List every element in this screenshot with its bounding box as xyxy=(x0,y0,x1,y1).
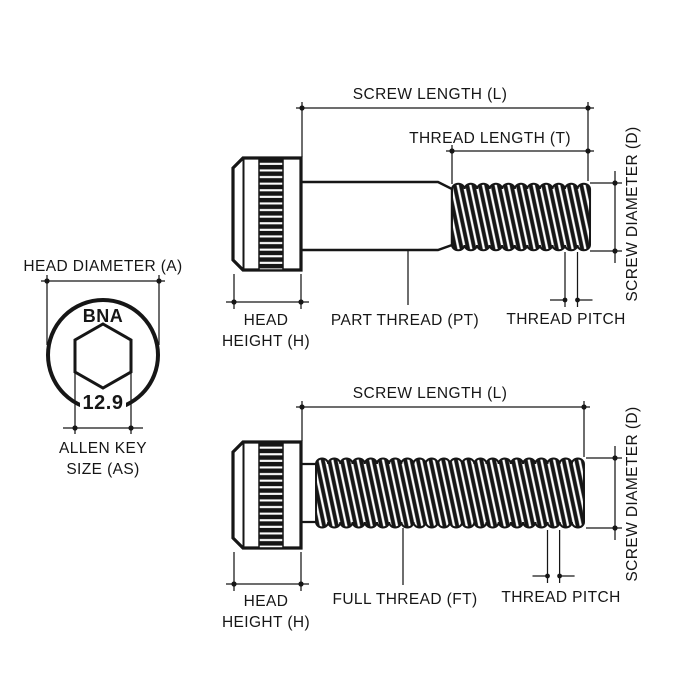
socket-marking-brand: BNA xyxy=(83,306,124,326)
dim-dot xyxy=(231,581,237,587)
screw-length-label: SCREW LENGTH (L) xyxy=(353,385,508,402)
dim-dot xyxy=(575,297,580,303)
head-height-label-line2: HEIGHT (H) xyxy=(222,614,310,631)
allen-key-label-line1: ALLEN KEY xyxy=(59,440,147,457)
thread-length-label: THREAD LENGTH (T) xyxy=(409,130,571,147)
dim-dot xyxy=(562,297,568,303)
full-thread-screw-view: SCREW LENGTH (L) SCREW DIAMETER (D) HEAD… xyxy=(222,385,641,631)
dim-dot xyxy=(557,573,562,579)
dim-dot xyxy=(231,299,237,305)
dim-dot xyxy=(612,248,618,254)
head-height-label-line1: HEAD xyxy=(244,593,289,610)
thread-pitch-label: THREAD PITCH xyxy=(501,589,620,606)
dim-dot xyxy=(298,299,304,305)
head-knurling xyxy=(258,441,284,549)
hex-socket xyxy=(73,322,133,390)
dim-dot xyxy=(128,425,134,431)
head-knurling xyxy=(258,157,284,271)
screw-diameter-label: SCREW DIAMETER (D) xyxy=(624,406,641,581)
dim-dot xyxy=(612,525,618,531)
head-height-label-line1: HEAD xyxy=(244,312,289,329)
allen-key-label-line2: SIZE (AS) xyxy=(66,461,139,478)
head-diameter-label: HEAD DIAMETER (A) xyxy=(23,258,182,275)
head-height-label-line2: HEIGHT (H) xyxy=(222,333,310,350)
dim-dot xyxy=(545,573,550,579)
dim-dot xyxy=(612,455,618,461)
dim-dot xyxy=(612,180,618,186)
screw-shank xyxy=(299,180,454,252)
dim-dot xyxy=(72,425,78,431)
full-thread-label: FULL THREAD (FT) xyxy=(332,591,477,608)
part-thread-screw-view: SCREW LENGTH (L) THREAD LENGTH (T) SCREW… xyxy=(222,86,641,350)
dim-dot xyxy=(298,581,304,587)
head-end-view: HEAD DIAMETER (A) BNA 12.9 ALLEN KEY SIZ… xyxy=(23,258,182,478)
dim-dot xyxy=(585,148,591,154)
thread-pitch-label: THREAD PITCH xyxy=(506,311,625,328)
text-halo xyxy=(80,392,126,412)
threaded-section xyxy=(314,457,586,529)
part-thread-label: PART THREAD (PT) xyxy=(331,312,479,329)
socket-marking-grade: 12.9 xyxy=(83,392,124,414)
screw-diameter-label: SCREW DIAMETER (D) xyxy=(624,126,641,301)
screw-length-label: SCREW LENGTH (L) xyxy=(353,86,508,103)
screw-neck xyxy=(299,462,319,524)
threaded-section xyxy=(450,182,592,252)
